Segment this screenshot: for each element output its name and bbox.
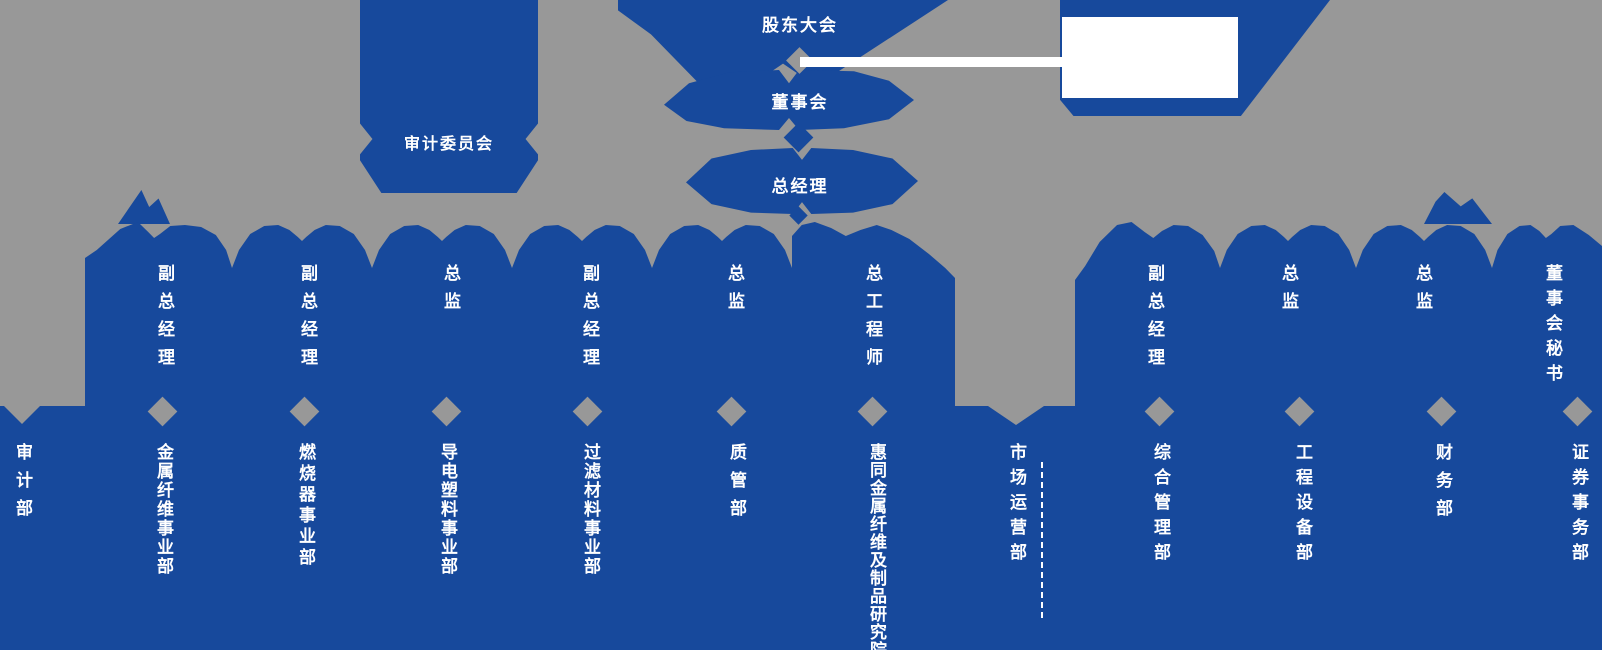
dept-label: 质管部 [727, 443, 746, 527]
exec-label: 总工程师 [863, 264, 882, 376]
exec-column [652, 225, 792, 410]
exec-column [792, 222, 955, 410]
dashed-separator-line [1041, 462, 1043, 618]
exec-label: 总监 [1413, 264, 1432, 320]
dept-label: 证券事务部 [1569, 443, 1588, 568]
general-manager-label: 总经理 [771, 177, 829, 196]
audit-committee-label: 审计委员会 [403, 136, 494, 153]
dept-label: 燃烧器事业部 [296, 443, 315, 569]
exec-label: 董事会秘书 [1543, 264, 1562, 389]
departments-band [0, 406, 1602, 650]
exec-label: 总监 [1279, 264, 1298, 320]
dept-label: 过滤材料事业部 [581, 443, 600, 576]
exec-column [1075, 222, 1220, 410]
exec-column [512, 225, 652, 410]
exec-column [372, 225, 512, 410]
decorative-peak [1424, 192, 1492, 224]
dept-label: 综合管理部 [1151, 443, 1170, 568]
board-of-directors-label: 董事会 [771, 93, 829, 112]
callout-connector-line [800, 57, 1062, 67]
exec-column [85, 222, 232, 410]
dept-label: 市场运营部 [1007, 443, 1026, 568]
exec-column [1220, 225, 1356, 410]
dept-label: 工程设备部 [1293, 443, 1312, 568]
blank-callout-box [1062, 17, 1238, 98]
exec-label: 总监 [441, 264, 460, 320]
exec-column [232, 225, 372, 410]
exec-label: 副总经理 [580, 264, 599, 376]
dept-label: 导电塑料事业部 [438, 443, 457, 576]
exec-label: 副总经理 [1145, 264, 1164, 376]
exec-column [1356, 225, 1492, 410]
exec-label: 副总经理 [298, 264, 317, 376]
dept-label: 金属纤维事业部 [154, 443, 173, 576]
dept-label: 审计部 [13, 443, 32, 527]
dept-label: 惠同金属纤维及制品研究院 [867, 443, 886, 650]
shareholders-meeting-label: 股东大会 [762, 16, 838, 35]
dept-label: 财务部 [1433, 443, 1452, 527]
exec-label: 副总经理 [155, 264, 174, 376]
exec-column [1492, 225, 1602, 410]
decorative-peak [118, 190, 170, 224]
exec-label: 总监 [725, 264, 744, 320]
audit-committee-shape [360, 0, 538, 193]
